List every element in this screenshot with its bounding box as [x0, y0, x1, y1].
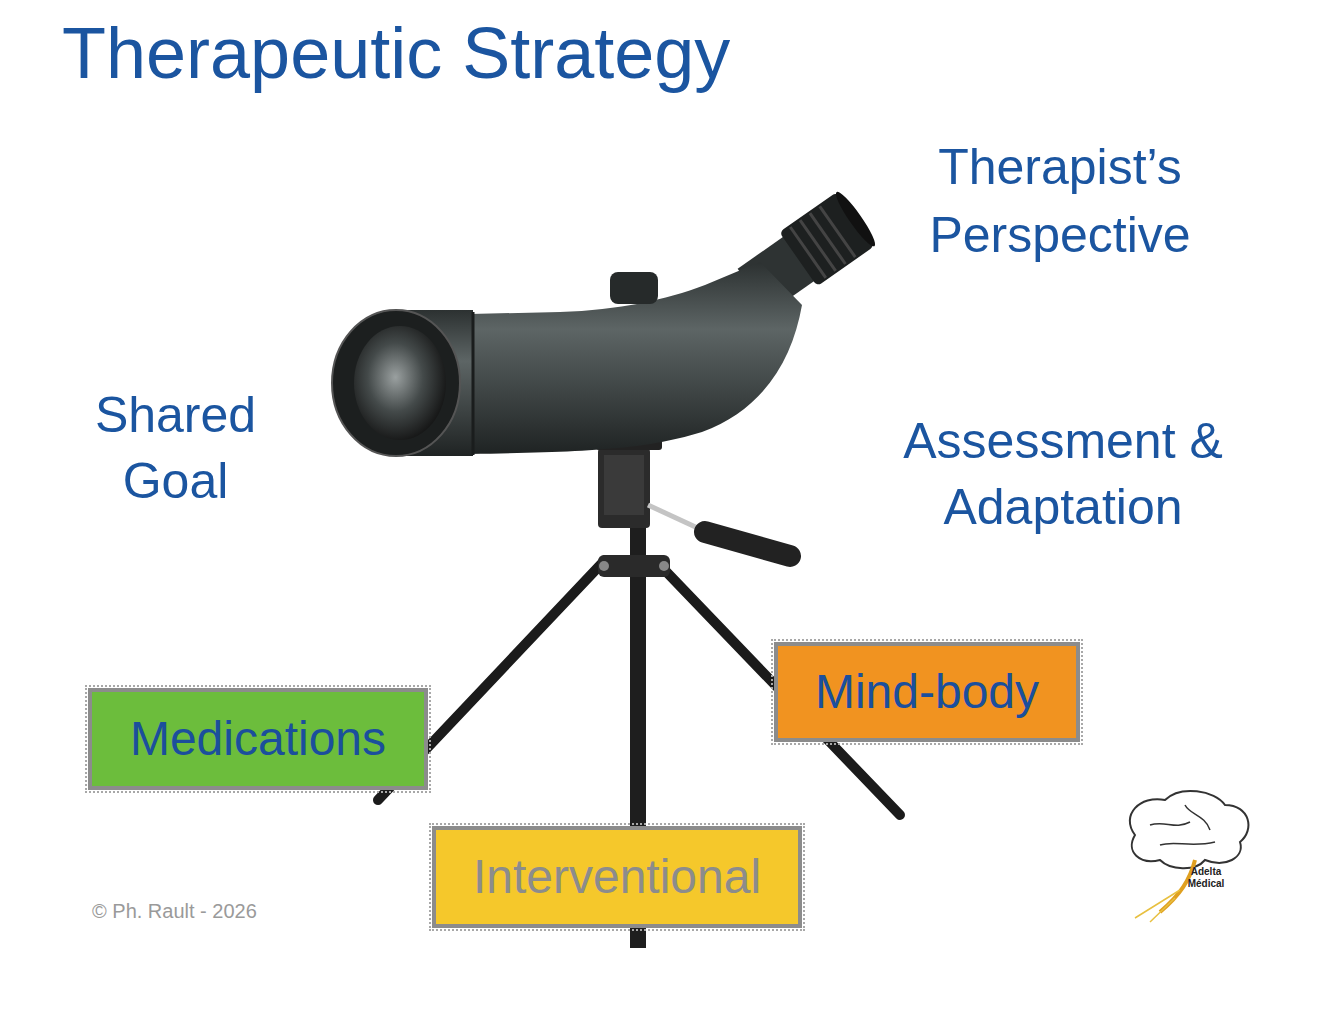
scope — [332, 189, 879, 456]
mind-body-box: Mind-body — [774, 642, 1080, 742]
assessment-label: Assessment & Adaptation — [868, 408, 1258, 540]
box-label: Interventional — [473, 849, 761, 904]
perspective-label: Therapist’s Perspective — [895, 133, 1225, 269]
interventional-box: Interventional — [432, 826, 802, 928]
box-label: Medications — [130, 711, 386, 766]
copyright-note: © Ph. Rault - 2026 — [92, 898, 352, 924]
brain-logo — [1130, 791, 1249, 922]
goal-label: Shared Goal — [68, 382, 283, 514]
logo-text: Adelta Médical — [1180, 866, 1232, 890]
box-label: Mind-body — [815, 664, 1039, 719]
diagram-title: Therapeutic Strategy — [62, 14, 730, 93]
medications-box: Medications — [88, 688, 428, 790]
